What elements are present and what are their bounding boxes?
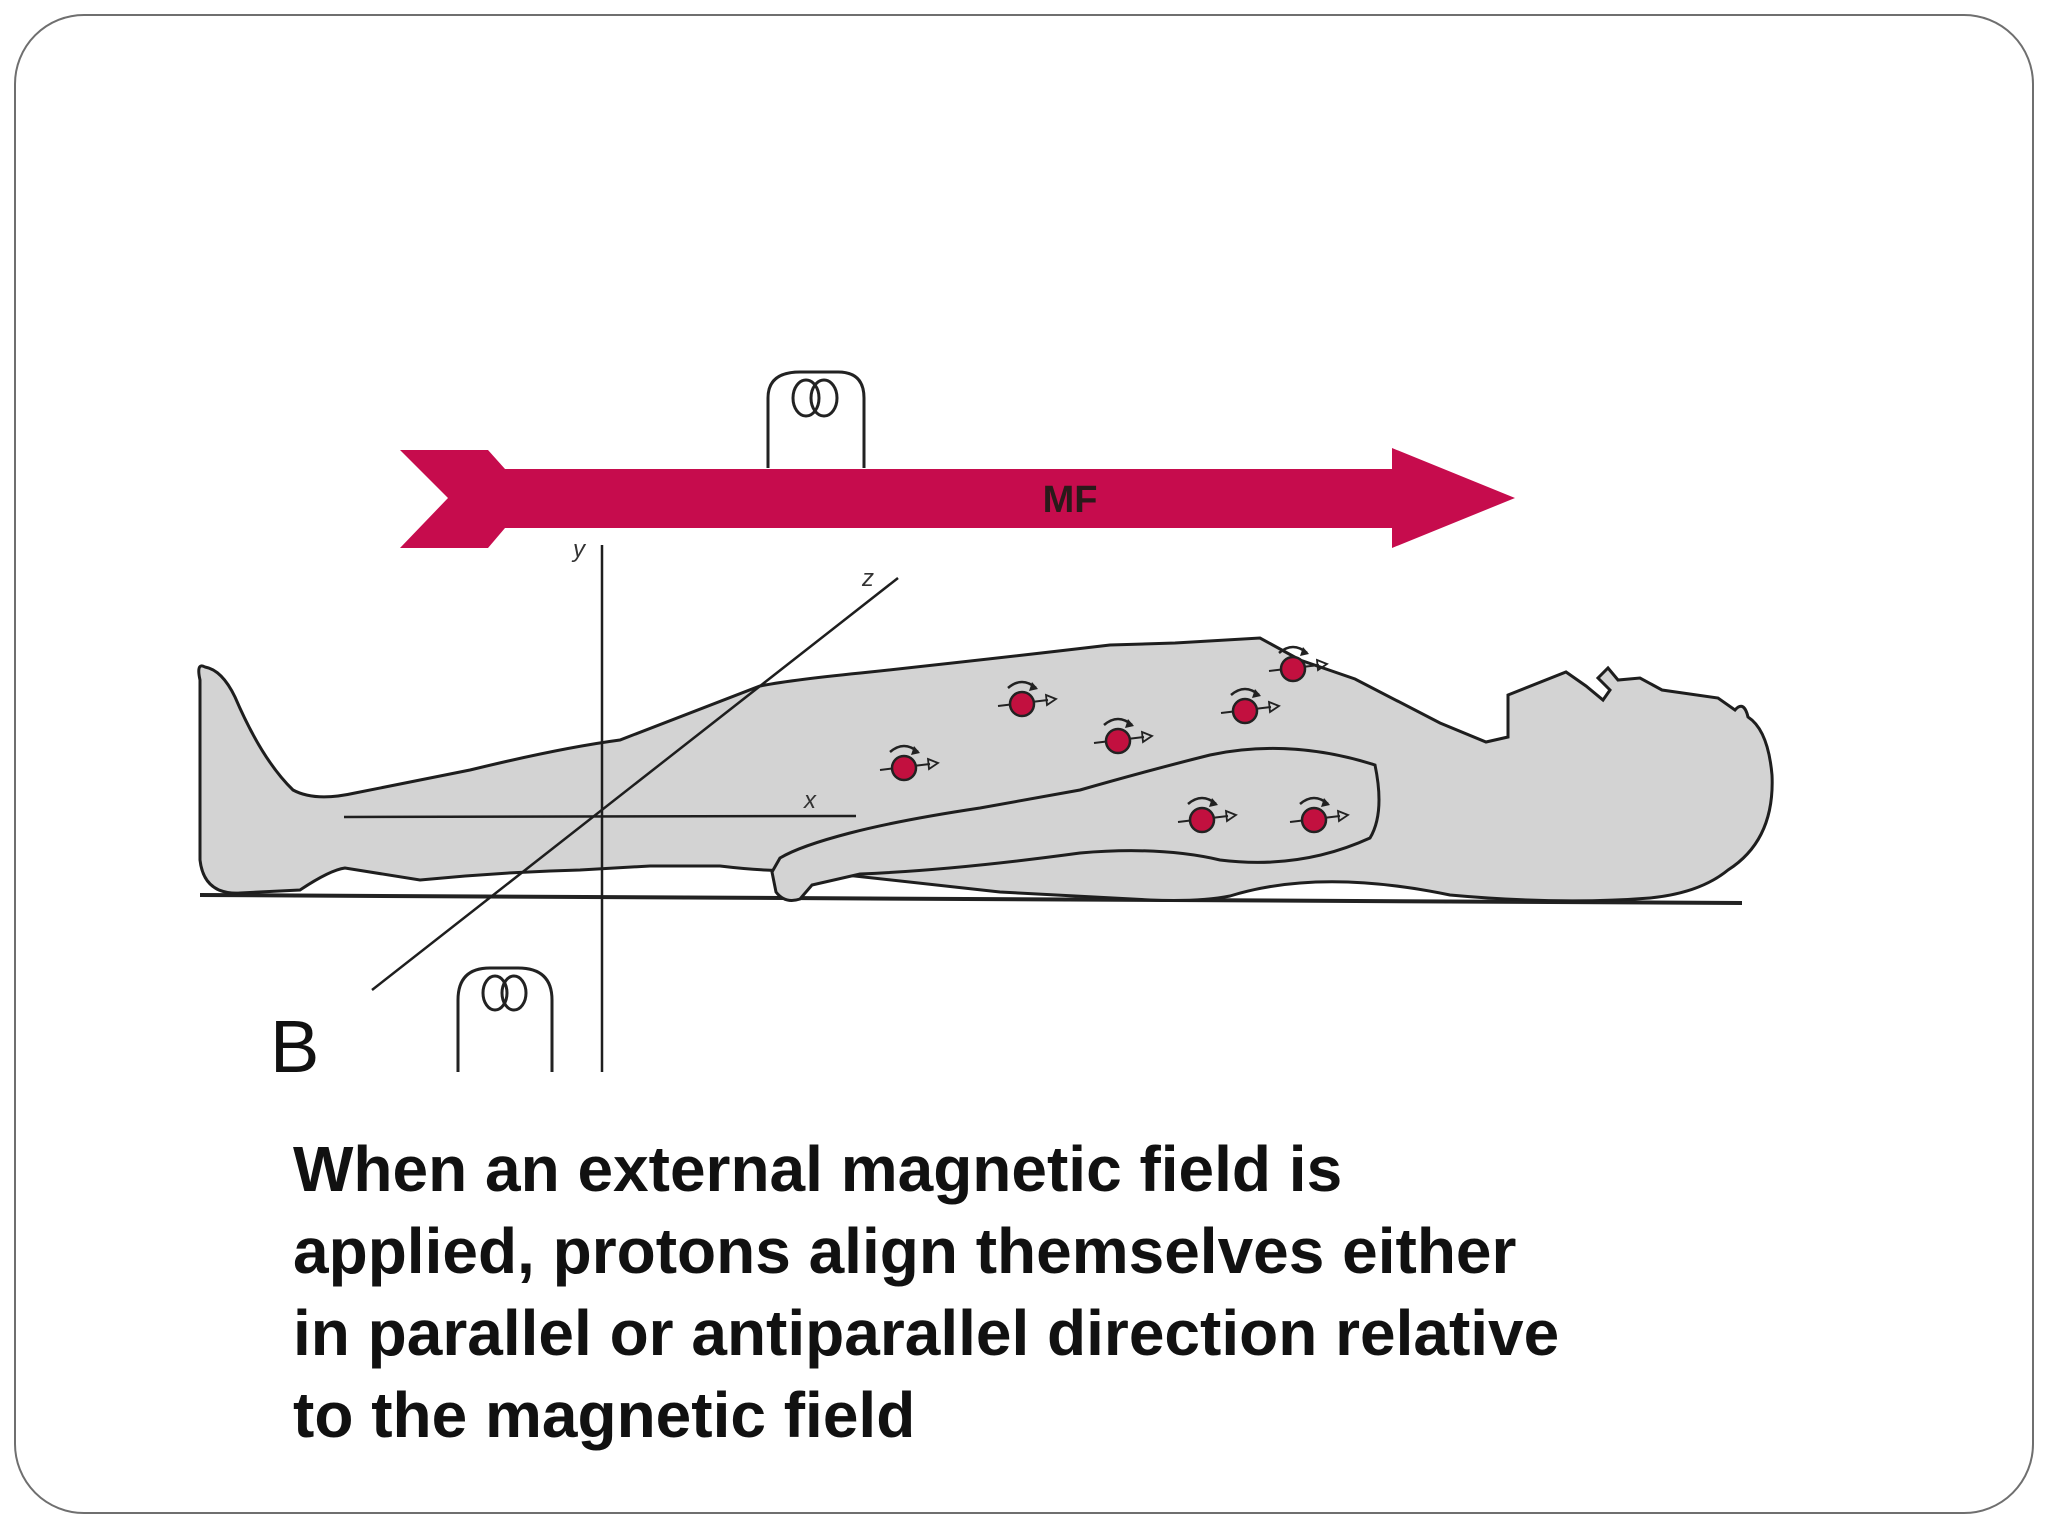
proton-icon bbox=[1220, 687, 1281, 725]
caption: When an external magnetic field is appli… bbox=[293, 1128, 1773, 1456]
field-label: MF bbox=[1043, 479, 1098, 521]
coordinate-axes bbox=[343, 545, 899, 1072]
bottom-coil-icon bbox=[456, 966, 554, 1072]
z-axis bbox=[371, 577, 899, 991]
caption-line-3: in parallel or antiparallel direction re… bbox=[293, 1297, 1560, 1369]
x-axis bbox=[343, 814, 857, 819]
arm-outline bbox=[770, 746, 1381, 902]
proton-icon bbox=[879, 744, 940, 782]
proton-icon bbox=[997, 680, 1058, 718]
proton-group bbox=[879, 645, 1350, 834]
caption-line-1: When an external magnetic field is bbox=[293, 1133, 1343, 1205]
magnetic-field-arrow bbox=[400, 448, 1515, 548]
body-silhouette bbox=[197, 636, 1774, 903]
caption-line-4: to the magnetic field bbox=[293, 1379, 916, 1451]
table-line bbox=[199, 893, 1743, 905]
proton-icon bbox=[1268, 645, 1329, 683]
axis-label-z: z bbox=[861, 565, 874, 592]
top-coil-icon bbox=[766, 370, 866, 468]
axis-label-x: x bbox=[803, 787, 817, 814]
proton-icon bbox=[1289, 796, 1350, 834]
axis-label-y: y bbox=[571, 536, 587, 563]
proton-icon bbox=[1177, 796, 1238, 834]
proton-icon bbox=[1093, 717, 1154, 755]
caption-line-2: applied, protons align themselves either bbox=[293, 1215, 1517, 1287]
panel-label: B bbox=[270, 1005, 319, 1088]
